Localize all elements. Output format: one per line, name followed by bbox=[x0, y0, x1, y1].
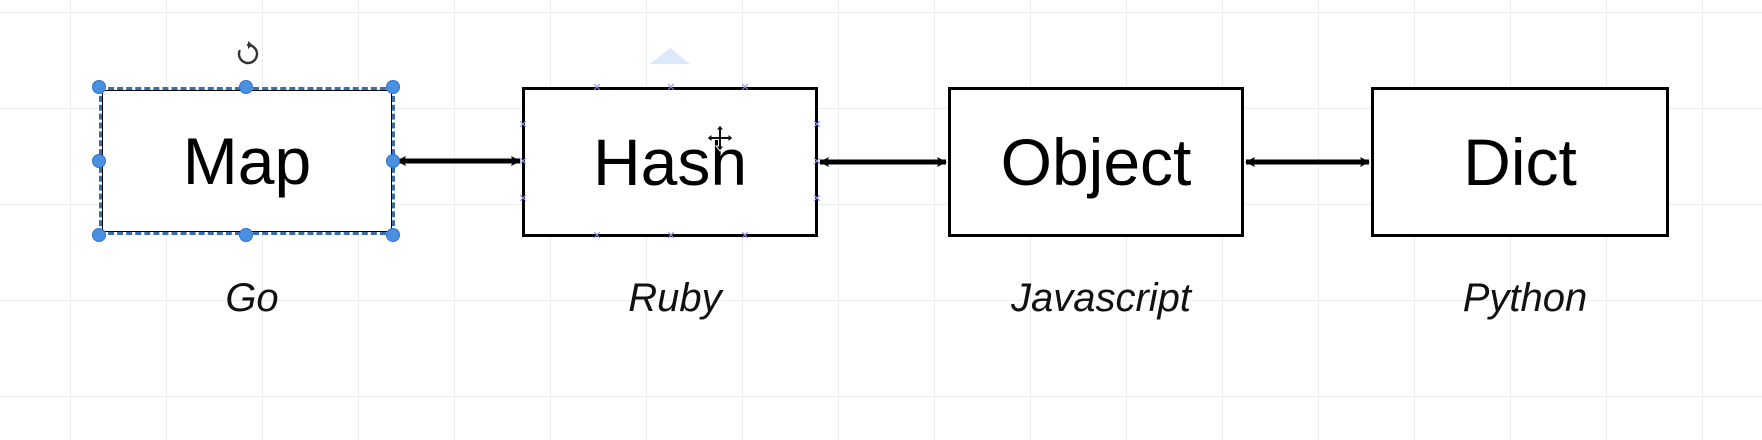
rotate-icon[interactable] bbox=[234, 40, 262, 68]
resize-handle-top-center[interactable] bbox=[240, 81, 252, 93]
object-node[interactable]: Object bbox=[948, 87, 1244, 237]
javascript-language-label: Javascript bbox=[1010, 276, 1192, 320]
python-language-label: Python bbox=[1462, 276, 1588, 320]
connection-point[interactable]: ✕ bbox=[518, 155, 528, 168]
resize-handle-top-right[interactable] bbox=[387, 81, 399, 93]
connection-point[interactable]: ✕ bbox=[812, 192, 822, 205]
connection-point[interactable]: ✕ bbox=[666, 81, 676, 94]
resize-handle-bottom-left[interactable] bbox=[93, 229, 105, 241]
hash-node[interactable]: Hash bbox=[522, 87, 818, 237]
dict-node[interactable]: Dict bbox=[1371, 87, 1669, 237]
resize-handle-middle-left[interactable] bbox=[93, 155, 105, 167]
connection-point[interactable]: ✕ bbox=[666, 229, 676, 242]
connection-point[interactable]: ✕ bbox=[592, 81, 602, 94]
dict-node-label: Dict bbox=[1463, 125, 1577, 199]
move-cursor-icon bbox=[706, 124, 734, 152]
object-node-label: Object bbox=[1000, 125, 1192, 199]
connection-point[interactable]: ✕ bbox=[740, 81, 750, 94]
resize-handle-bottom-center[interactable] bbox=[240, 229, 252, 241]
resize-handle-bottom-right[interactable] bbox=[387, 229, 399, 241]
connection-point[interactable]: ✕ bbox=[518, 192, 528, 205]
connection-point[interactable]: ✕ bbox=[812, 118, 822, 131]
go-language-label: Go bbox=[225, 276, 279, 320]
map-node[interactable]: Map bbox=[99, 87, 395, 235]
resize-handle-top-left[interactable] bbox=[93, 81, 105, 93]
connection-point[interactable]: ✕ bbox=[592, 229, 602, 242]
connection-point[interactable]: ✕ bbox=[812, 155, 822, 168]
ruby-language-label: Ruby bbox=[628, 276, 722, 320]
connect-arrow-hint-icon[interactable] bbox=[648, 46, 692, 66]
connection-point[interactable]: ✕ bbox=[740, 229, 750, 242]
resize-handle-middle-right[interactable] bbox=[387, 155, 399, 167]
map-node-label: Map bbox=[182, 124, 312, 198]
connection-point[interactable]: ✕ bbox=[518, 118, 528, 131]
